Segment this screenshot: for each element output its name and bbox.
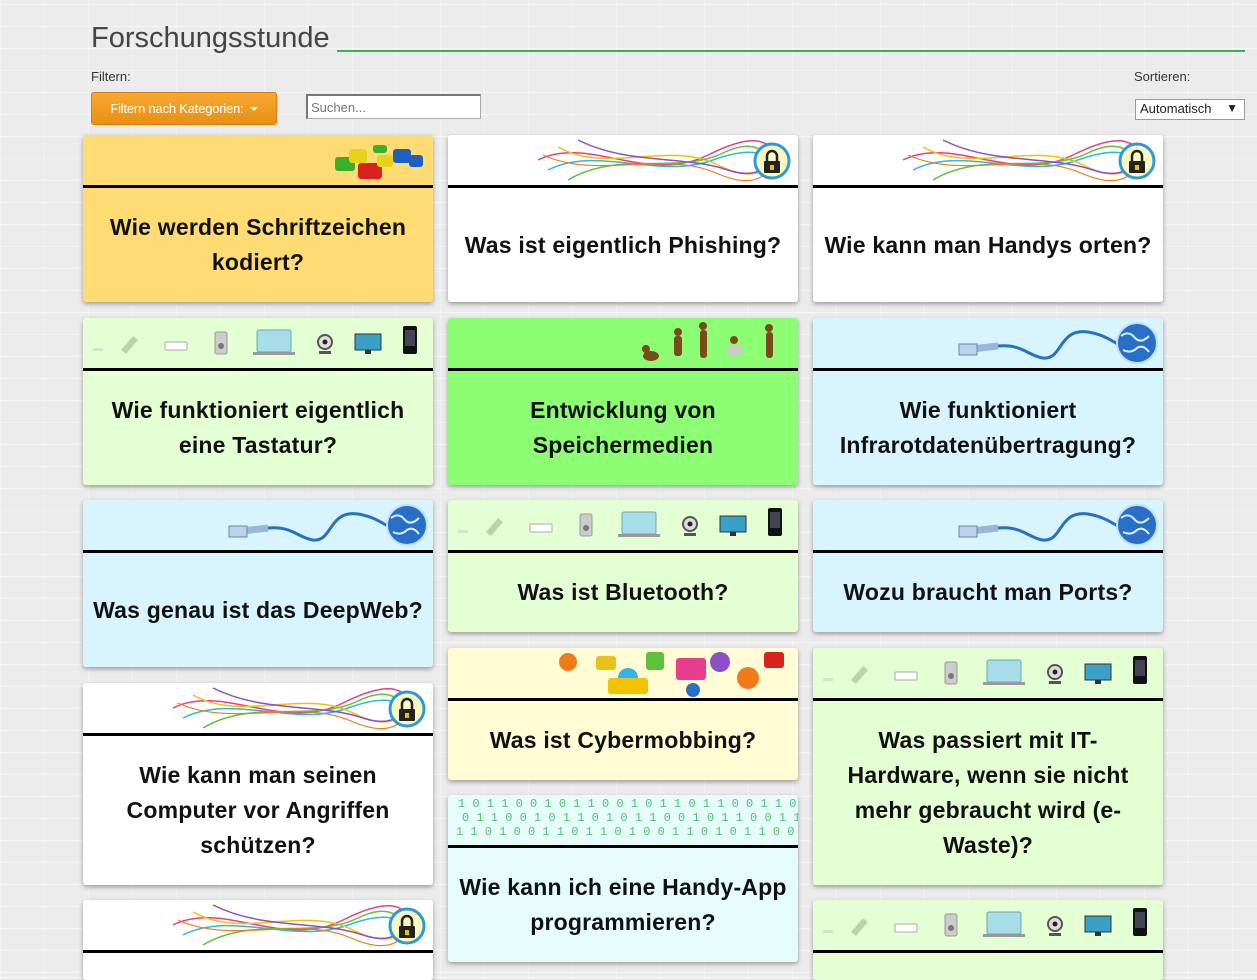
topic-card[interactable]: Was genau ist das DeepWeb? xyxy=(83,500,433,667)
card-question: Wie kann man Handys orten? xyxy=(824,231,1152,258)
banner-divider xyxy=(448,698,798,701)
devices-icon xyxy=(83,318,433,368)
banner-divider xyxy=(83,950,433,953)
topic-card[interactable]: Wie kann man seinen Computer vor Angriff… xyxy=(83,683,433,885)
evolution-icon xyxy=(448,318,798,368)
sort-selected-value: Automatisch xyxy=(1140,101,1212,116)
topic-card[interactable]: 1 0 1 1 0 0 1 0 1 1 0 0 1 0 1 1 0 1 1 0 … xyxy=(448,795,798,962)
topic-card[interactable]: Entwicklung von Speichermedien xyxy=(448,318,798,485)
caret-down-icon xyxy=(249,106,258,111)
social-icons xyxy=(448,648,798,698)
card-question: Was ist eigentlich Phishing? xyxy=(464,231,782,258)
search-input[interactable] xyxy=(306,94,481,119)
lock-icon xyxy=(813,135,1163,185)
network-cable-icon xyxy=(83,500,433,550)
page-title: Forschungsstunde xyxy=(91,22,330,54)
card-question: Was ist Bluetooth? xyxy=(517,579,729,605)
binary-code-icon: 1 0 1 1 0 0 1 0 1 1 0 0 1 0 1 1 0 1 1 0 … xyxy=(448,795,798,845)
banner-divider xyxy=(813,368,1163,371)
topic-card[interactable]: Was ist Cybermobbing? xyxy=(448,648,798,780)
topic-card[interactable]: Was ist Bluetooth? xyxy=(448,500,798,632)
topic-card[interactable]: Was ist eigentlich Phishing? xyxy=(448,135,798,302)
card-question xyxy=(823,953,1153,980)
topic-card[interactable]: Wie kann man Handys orten? xyxy=(813,135,1163,302)
devices-icon xyxy=(448,500,798,550)
puzzle-icon xyxy=(83,135,433,185)
topic-card[interactable]: Wie werden Schriftzeichen kodiert? xyxy=(83,135,433,302)
dropdown-arrow-icon: ▼ xyxy=(1226,101,1238,115)
sort-label: Sortieren: xyxy=(1134,69,1191,84)
topic-card[interactable]: Wie funktioniert Infrarotdatenübertragun… xyxy=(813,318,1163,485)
card-question: Wie kann ich eine Handy-App programmiere… xyxy=(459,874,787,935)
title-underline xyxy=(337,50,1245,52)
banner-divider xyxy=(448,368,798,371)
banner-divider xyxy=(813,950,1163,953)
banner-divider xyxy=(448,550,798,553)
topic-card[interactable] xyxy=(83,900,433,980)
filter-categories-button[interactable]: Filtern nach Kategorien: xyxy=(91,92,277,125)
lock-icon xyxy=(448,135,798,185)
card-question: Wie werden Schriftzeichen kodiert? xyxy=(109,214,407,275)
card-question: Wie funktioniert Infrarotdatenübertragun… xyxy=(839,397,1137,458)
card-question: Was ist Cybermobbing? xyxy=(489,727,757,753)
banner-divider xyxy=(448,845,798,848)
topic-card[interactable] xyxy=(813,900,1163,980)
card-question xyxy=(93,953,423,980)
card-question: Entwicklung von Speichermedien xyxy=(530,397,716,458)
topic-card[interactable]: Wie funktioniert eigentlich eine Tastatu… xyxy=(83,318,433,485)
svg-text:1 1 0 1 0 0 1 1 0 1 1 0 1 0 0: 1 1 0 1 0 0 1 1 0 1 1 0 1 0 0 1 1 0 1 0 … xyxy=(456,825,798,839)
filter-label: Filtern: xyxy=(91,69,131,84)
card-question: Wie funktioniert eigentlich eine Tastatu… xyxy=(111,397,405,458)
sort-select[interactable]: Automatisch ▼ xyxy=(1135,99,1245,120)
card-question: Wozu braucht man Ports? xyxy=(843,579,1133,605)
lock-icon xyxy=(83,900,433,950)
banner-divider xyxy=(83,185,433,188)
svg-text:0 1 1 0 0 1 0 1 1 0 1 0 1 1 0: 0 1 1 0 0 1 0 1 1 0 1 0 1 1 0 0 1 0 1 1 … xyxy=(462,811,798,825)
banner-divider xyxy=(813,550,1163,553)
lock-icon xyxy=(83,683,433,733)
card-question: Was genau ist das DeepWeb? xyxy=(93,596,423,623)
topic-card[interactable]: Was passiert mit IT-Hardware, wenn sie n… xyxy=(813,648,1163,885)
devices-icon xyxy=(813,900,1163,950)
devices-icon xyxy=(813,648,1163,698)
banner-divider xyxy=(83,550,433,553)
card-question: Was passiert mit IT-Hardware, wenn sie n… xyxy=(847,727,1129,858)
card-question: Wie kann man seinen Computer vor Angriff… xyxy=(126,762,390,858)
banner-divider xyxy=(813,185,1163,188)
network-cable-icon xyxy=(813,318,1163,368)
svg-text:1 0 1 1 0 0 1 0 1 1 0 0 1 0 1: 1 0 1 1 0 0 1 0 1 1 0 0 1 0 1 1 0 1 1 0 … xyxy=(458,797,798,811)
filter-button-label: Filtern nach Kategorien: xyxy=(110,101,244,116)
banner-divider xyxy=(83,368,433,371)
banner-divider xyxy=(813,698,1163,701)
network-cable-icon xyxy=(813,500,1163,550)
topic-card[interactable]: Wozu braucht man Ports? xyxy=(813,500,1163,632)
banner-divider xyxy=(448,185,798,188)
banner-divider xyxy=(83,733,433,736)
